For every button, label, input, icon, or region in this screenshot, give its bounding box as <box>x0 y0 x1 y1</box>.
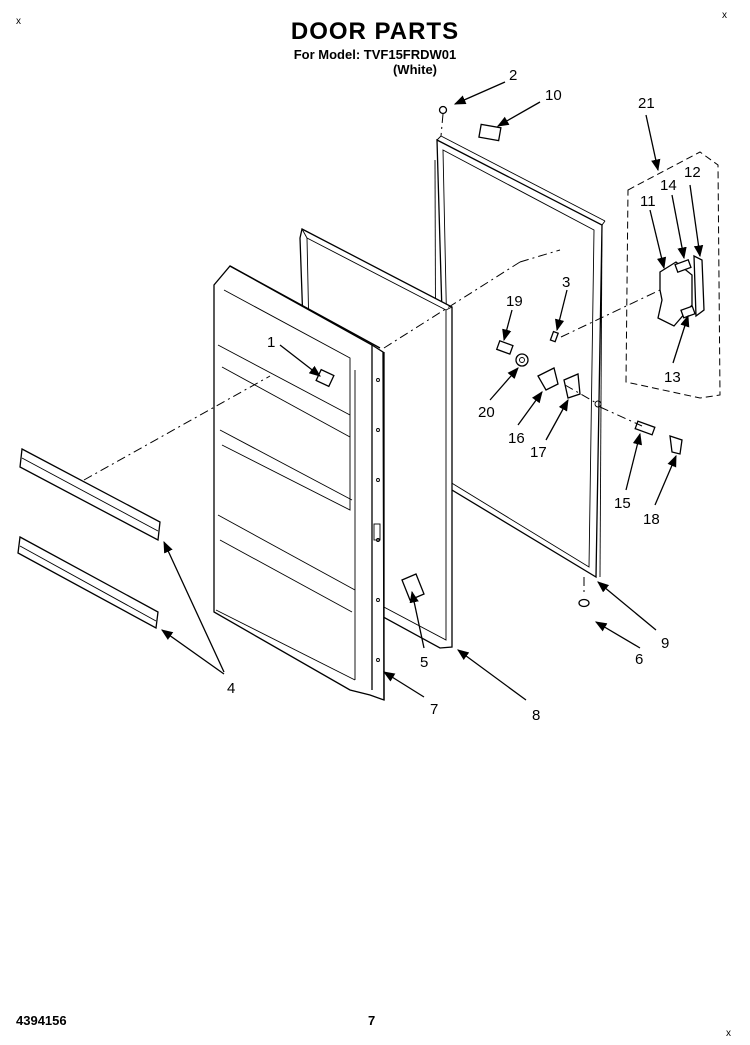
callout-1: 1 <box>267 334 275 351</box>
callout-11: 11 <box>640 193 656 210</box>
callout-7: 7 <box>430 701 438 718</box>
hinge-assembly <box>625 151 721 399</box>
color-line: (White) <box>392 62 438 77</box>
small-parts <box>315 105 683 608</box>
callout-10: 10 <box>545 87 562 104</box>
page-title: DOOR PARTS <box>290 18 460 45</box>
corner-mark-top-right: x <box>722 10 727 21</box>
callout-8: 8 <box>532 707 540 724</box>
door-shelf-rails <box>17 447 161 630</box>
callout-17: 17 <box>530 444 547 461</box>
callout-12: 12 <box>684 164 701 181</box>
leader-arrows <box>161 81 704 701</box>
callout-14: 14 <box>660 177 677 194</box>
callout-labels: 2 10 21 12 14 11 3 19 1 13 20 16 17 15 1… <box>227 67 701 724</box>
callout-18: 18 <box>643 511 660 528</box>
callout-19: 19 <box>506 293 523 310</box>
callout-3: 3 <box>562 274 570 291</box>
callout-16: 16 <box>508 430 525 447</box>
callout-9: 9 <box>661 635 669 652</box>
callout-4: 4 <box>227 680 235 697</box>
inner-door-liner <box>213 265 385 701</box>
callout-13: 13 <box>664 369 681 386</box>
corner-mark-top-left: x <box>16 16 21 27</box>
corner-mark-bottom-right: x <box>726 1028 731 1039</box>
model-line: For Model: TVF15FRDW01 <box>293 47 457 62</box>
callout-6: 6 <box>635 651 643 668</box>
callout-5: 5 <box>420 654 428 671</box>
callout-20: 20 <box>478 404 495 421</box>
alignment-lines <box>83 113 661 596</box>
callout-21: 21 <box>638 95 655 112</box>
callout-15: 15 <box>614 495 631 512</box>
page-number: 7 <box>368 1013 376 1028</box>
document-number: 4394156 <box>16 1013 67 1028</box>
callout-2: 2 <box>509 67 517 84</box>
